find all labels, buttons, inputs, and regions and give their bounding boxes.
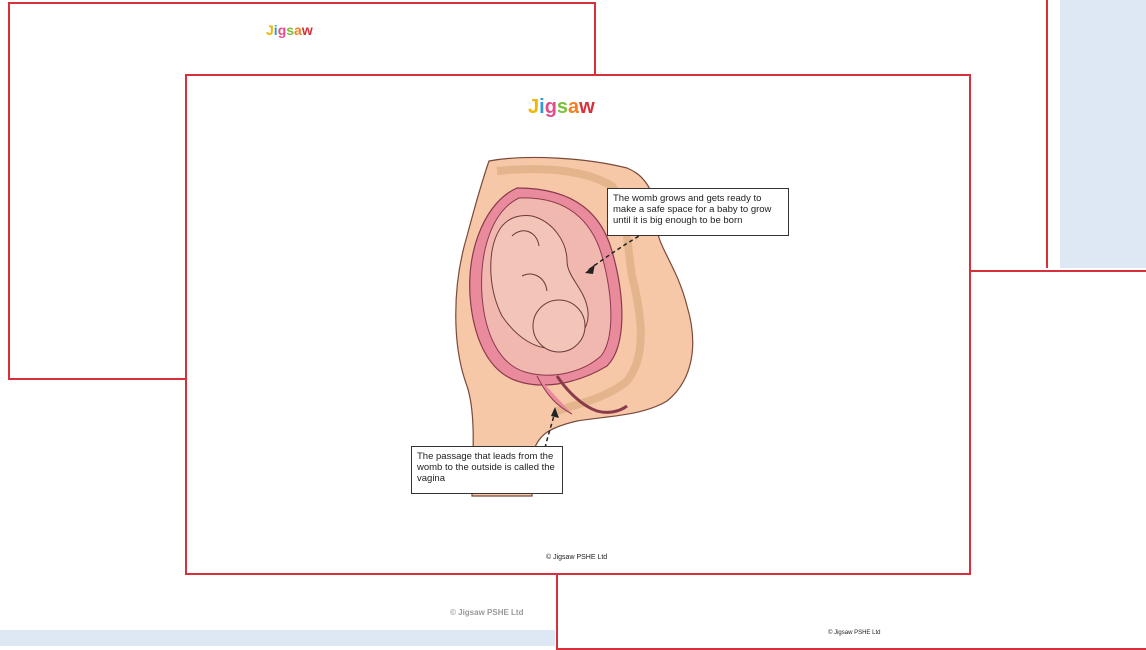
bottom-band: [0, 630, 555, 646]
main-slide[interactable]: Jigsaw The womb grows and gets ready to …: [185, 74, 971, 575]
side-panel: [1060, 0, 1146, 268]
copyright-text: © Jigsaw PSHE Ltd: [828, 630, 880, 636]
panel-border: [1046, 0, 1048, 268]
callout-womb: The womb grows and gets ready to make a …: [607, 188, 789, 236]
jigsaw-logo: Jigsaw: [266, 22, 313, 38]
callout-vagina: The passage that leads from the womb to …: [411, 446, 563, 494]
pregnancy-illustration: [187, 76, 969, 573]
copyright-text: © Jigsaw PSHE Ltd: [546, 554, 607, 561]
copyright-text: © Jigsaw PSHE Ltd: [450, 608, 523, 617]
